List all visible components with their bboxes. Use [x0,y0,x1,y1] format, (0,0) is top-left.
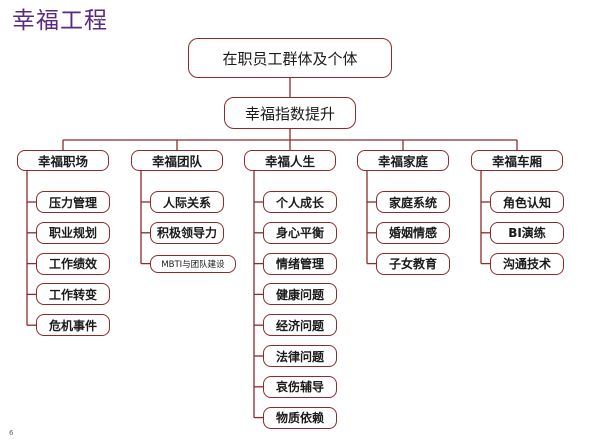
leaf-node[interactable]: 法律问题 [263,345,337,367]
page-number: 6 [9,429,14,437]
root-node[interactable]: 在职员工群体及个体 [188,38,392,78]
leaf-node[interactable]: 家庭系统 [376,191,450,213]
leaf-node[interactable]: 工作转变 [36,283,110,306]
leaf-node[interactable]: 健康问题 [263,283,337,306]
leaf-node[interactable]: 人际关系 [150,191,224,213]
category-node[interactable]: 幸福职场 [17,150,109,171]
leaf-node[interactable]: 子女教育 [376,252,450,275]
leaf-node[interactable]: 沟通技术 [490,252,564,275]
leaf-node[interactable]: 职业规划 [36,221,110,244]
category-node[interactable]: 幸福车厢 [471,150,563,171]
category-node[interactable]: 幸福家庭 [357,150,449,171]
leaf-node[interactable]: 婚姻情感 [376,221,450,244]
page-title: 幸福工程 [12,8,108,34]
leaf-node[interactable]: 经济问题 [263,314,337,337]
category-node[interactable]: 幸福人生 [244,150,336,171]
leaf-node[interactable]: 情绪管理 [263,252,337,275]
leaf-node[interactable]: 危机事件 [36,314,110,337]
leaf-node[interactable]: 物质依赖 [263,406,337,429]
happiness-index-node[interactable]: 幸福指数提升 [224,97,356,129]
leaf-node[interactable]: MBTI与团队建设 [150,254,236,273]
leaf-node[interactable]: BI演练 [490,221,564,244]
category-node[interactable]: 幸福团队 [131,150,223,171]
leaf-node[interactable]: 工作绩效 [36,252,110,275]
leaf-node[interactable]: 压力管理 [36,191,110,213]
paragraph-mark: ↵ [96,16,104,26]
leaf-node[interactable]: 积极领导力 [150,221,224,244]
leaf-node[interactable]: 个人成长 [263,191,337,213]
leaf-node[interactable]: 角色认知 [490,191,564,213]
leaf-node[interactable]: 哀伤辅导 [263,375,337,398]
leaf-node[interactable]: 身心平衡 [263,221,337,244]
